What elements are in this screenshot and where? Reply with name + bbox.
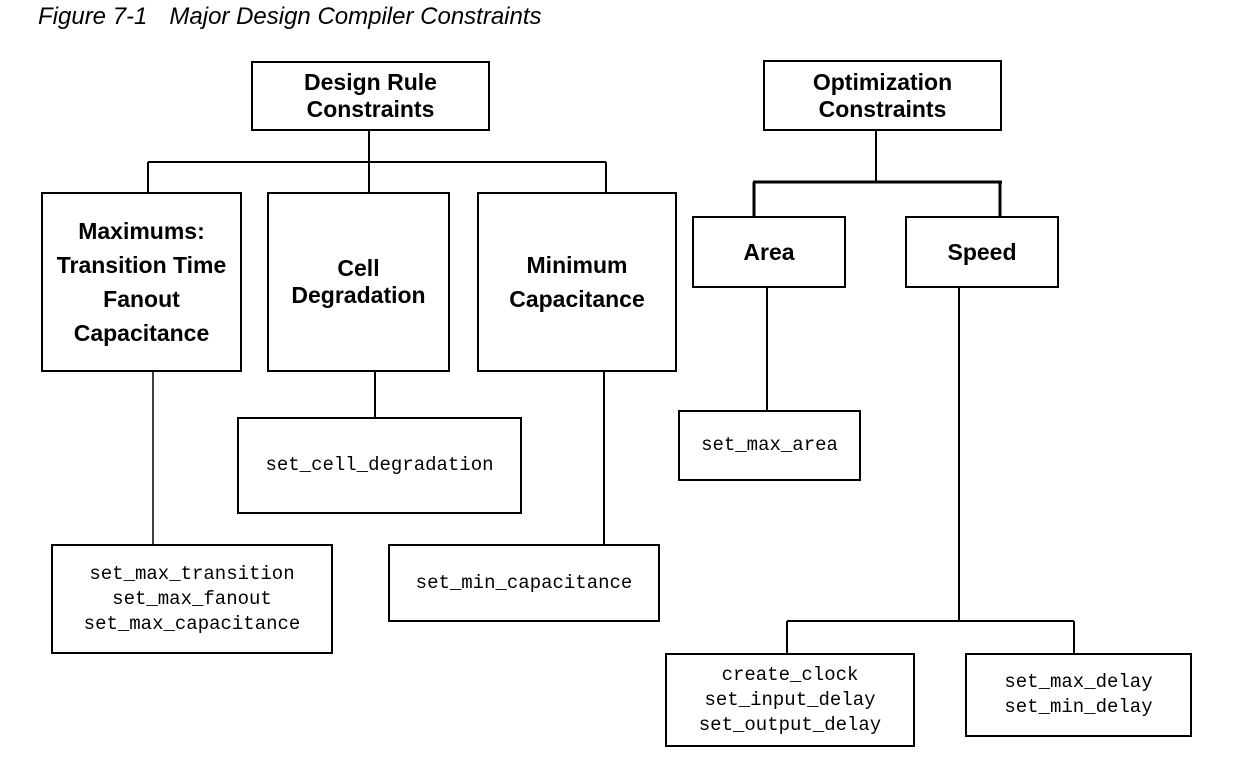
box-text-line: Transition Time — [56, 252, 227, 278]
box-text-line: set_max_area — [701, 434, 838, 456]
box-text-line: Cell — [337, 255, 380, 281]
box-text-line: set_min_capacitance — [415, 571, 633, 594]
box-text-line: Speed — [947, 238, 1017, 265]
box-text-line: Capacitance — [509, 286, 645, 312]
box-text-line: set_min_delay — [1004, 696, 1153, 718]
box-text-line: Area — [743, 238, 795, 265]
min-capacitance-command-box: set_min_capacitance — [388, 544, 660, 622]
box-text-line: Degradation — [291, 282, 426, 308]
box-text-line: set_input_delay — [704, 688, 876, 711]
box-text-line: set_max_capacitance — [83, 612, 301, 635]
area-box: Area — [692, 216, 846, 288]
cell-degradation-command-box: set_cell_degradation — [237, 417, 522, 514]
box-text-line: create_clock — [721, 663, 859, 686]
figure-number: Figure 7-1 — [38, 3, 148, 30]
figure-caption: Figure 7-1 Major Design Compiler Constrai… — [38, 0, 542, 34]
box-text-line: Fanout — [103, 286, 180, 312]
box-text-line: Capacitance — [73, 320, 210, 346]
figure-title: Major Design Compiler Constraints — [169, 3, 542, 30]
box-text-line: set_output_delay — [698, 713, 882, 736]
box-text-line: set_cell_degradation — [265, 454, 494, 476]
box-text-line: set_max_fanout — [112, 587, 272, 610]
max-min-delay-commands-box: set_max_delay set_min_delay — [965, 653, 1192, 737]
box-text-line: Minimum — [526, 252, 628, 278]
box-text-line: Constraints — [306, 96, 435, 122]
box-text-line: Optimization — [812, 68, 953, 95]
max-area-command-box: set_max_area — [678, 410, 861, 481]
box-text-line: Constraints — [818, 95, 947, 122]
box-text-line: set_max_transition — [89, 562, 295, 585]
speed-box: Speed — [905, 216, 1059, 288]
box-text-line: Maximums: — [78, 218, 205, 244]
box-text-line: set_max_delay — [1004, 671, 1153, 693]
box-text-line: Design Rule — [304, 69, 437, 95]
